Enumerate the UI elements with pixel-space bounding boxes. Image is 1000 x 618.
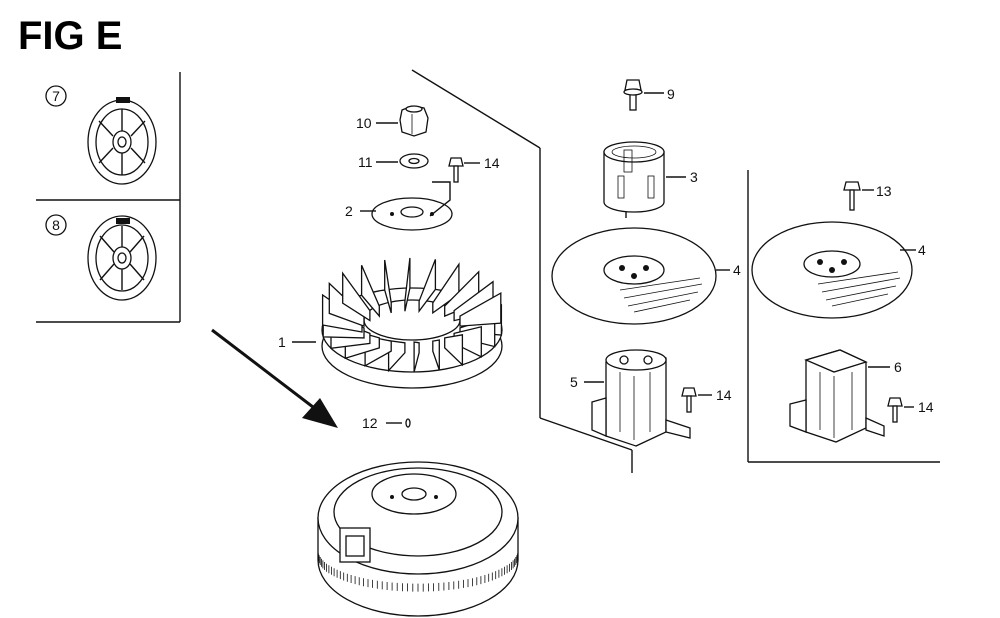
callout-4-right: 4 bbox=[918, 242, 926, 258]
cooling-fan-icon bbox=[321, 257, 503, 389]
fan-blade bbox=[413, 341, 420, 373]
callout-7-label: 7 bbox=[52, 88, 60, 104]
inset-8: 8 bbox=[45, 214, 157, 301]
callout-14-upper: 14 bbox=[484, 155, 500, 171]
callout-1: 1 bbox=[278, 334, 286, 350]
fan-blade bbox=[342, 271, 371, 322]
ring-gear-teeth bbox=[317, 550, 519, 592]
nut-icon bbox=[399, 105, 429, 137]
bolt-icon bbox=[448, 157, 464, 183]
starter-plate-icon bbox=[371, 197, 453, 231]
callout-circle-8 bbox=[45, 214, 67, 236]
callout-11: 11 bbox=[358, 154, 373, 170]
inset-frame bbox=[36, 72, 181, 323]
fan-blades bbox=[321, 257, 503, 373]
alt-assembly-frame bbox=[747, 170, 940, 463]
callout-5: 5 bbox=[570, 374, 578, 390]
callout-14-right: 14 bbox=[918, 399, 934, 415]
key-icon bbox=[405, 418, 411, 428]
recoil-pulley-icon bbox=[87, 215, 157, 301]
fan-blade bbox=[360, 264, 380, 318]
recoil-pulley-icon bbox=[87, 97, 157, 185]
inset-7: 7 bbox=[45, 85, 157, 185]
washer-icon bbox=[399, 153, 429, 169]
callout-10: 10 bbox=[356, 115, 372, 131]
callout-circle-7 bbox=[45, 85, 67, 107]
callout-6: 6 bbox=[894, 359, 902, 375]
bolt-icon bbox=[623, 79, 643, 111]
callout-12: 12 bbox=[362, 415, 378, 431]
bolt-icon bbox=[681, 387, 697, 413]
callout-8-label: 8 bbox=[52, 217, 60, 233]
reference-arrow bbox=[211, 328, 338, 428]
figure-title: FIG E bbox=[18, 14, 123, 58]
fan-blade bbox=[387, 339, 406, 373]
fan-blade bbox=[444, 334, 464, 367]
bolt-icon bbox=[843, 181, 861, 211]
callout-3: 3 bbox=[690, 169, 698, 185]
assembly-frame bbox=[411, 69, 633, 473]
callout-13: 13 bbox=[876, 183, 892, 199]
pulley-hub-icon bbox=[591, 349, 691, 447]
starter-cup-icon bbox=[603, 141, 665, 218]
flywheel-icon bbox=[317, 461, 519, 617]
starter-pulley-icon bbox=[751, 221, 913, 319]
fan-blade bbox=[404, 257, 411, 312]
fan-blade bbox=[432, 339, 440, 371]
callout-4-middle: 4 bbox=[733, 262, 741, 278]
fan-blade bbox=[459, 291, 502, 327]
callout-9: 9 bbox=[667, 86, 675, 102]
fan-blade bbox=[384, 259, 392, 314]
callout-14-middle: 14 bbox=[716, 387, 732, 403]
pulley-hub-icon bbox=[789, 349, 885, 443]
starter-pulley-icon bbox=[551, 227, 717, 325]
bolt-icon bbox=[887, 397, 903, 423]
callout-2: 2 bbox=[345, 203, 353, 219]
fan-blade bbox=[418, 259, 437, 314]
